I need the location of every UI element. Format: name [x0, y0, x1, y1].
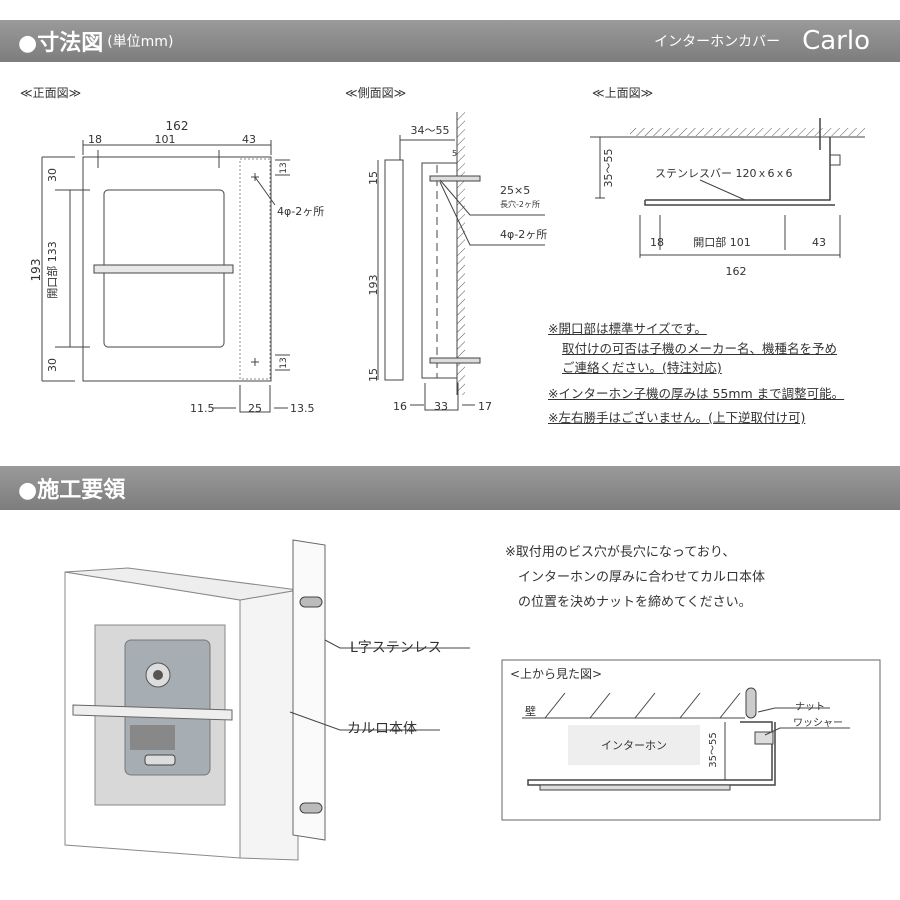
dim-hole-top: 13 — [279, 162, 289, 173]
bar-label: ステンレスバー 120ｘ6ｘ6 — [655, 167, 793, 180]
note-line: ※インターホン子機の厚みは 55mm まで調整可能。 — [548, 386, 845, 401]
note-line: ※左右勝手はございません。(上下逆取付け可) — [548, 410, 806, 425]
dim-height-bottom: 30 — [46, 358, 59, 372]
dim-bottom-left: 11.5 — [190, 402, 215, 415]
section-title: ●施工要領 — [18, 478, 126, 503]
wall-label: 壁 — [525, 704, 536, 718]
washer-label: ワッシャー — [793, 718, 843, 729]
front-view: ≪正面図≫ 162 18 101 43 193 30 開口部 133 30 13… — [20, 86, 324, 415]
dim-height-open: 開口部 133 — [45, 241, 59, 299]
install-note: インターホンの厚みに合わせてカルロ本体 — [518, 570, 766, 585]
note-line: ご連絡ください。(特注対応) — [562, 360, 722, 375]
nut-label: ナット — [795, 701, 825, 713]
note-line: 取付けの可否は子機のメーカー名、機種名を予め — [562, 341, 838, 356]
top-title: ≪上面図≫ — [592, 86, 653, 100]
product-kana: インターホンカバー — [654, 34, 781, 50]
label-l-stainless: L字ステンレス — [350, 640, 442, 656]
topview-title: <上から見た図> — [510, 667, 602, 681]
dim-width-open: 101 — [155, 133, 176, 146]
unit-label: (単位mm) — [107, 34, 174, 50]
side-title: ≪側面図≫ — [345, 86, 406, 100]
top-w-left: 18 — [650, 236, 664, 249]
front-title: ≪正面図≫ — [20, 86, 81, 100]
dim-side-total: 193 — [367, 275, 380, 296]
top-depth: 35〜55 — [602, 149, 615, 188]
dim-height-top: 30 — [46, 168, 59, 182]
top-w-right: 43 — [812, 236, 826, 249]
top-w-open: 開口部 101 — [693, 235, 751, 249]
dim-side-b-right: 17 — [478, 400, 492, 413]
dim-depth: 34〜55 — [411, 124, 450, 137]
dim-height-total: 193 — [29, 259, 43, 282]
dim-side-top: 15 — [367, 171, 380, 185]
top-down-view: <上から見た図> 壁 インターホン ナット ワッシャー 35〜55 — [501, 659, 881, 821]
section-title: ●寸法図 — [18, 31, 104, 56]
side-view: ≪側面図≫ 34〜55 5 25×5 長穴-2ヶ所 4φ-2ヶ所 15 193 … — [345, 86, 547, 413]
product-name: Carlo — [802, 26, 870, 56]
dim-width-total: 162 — [166, 119, 189, 133]
top-w-total: 162 — [726, 265, 747, 278]
dim-side-b-left: 16 — [393, 400, 407, 413]
dim-width-right: 43 — [242, 133, 256, 146]
header-dimensions: ●寸法図 (単位mm) インターホンカバー Carlo — [0, 20, 900, 62]
install-note: ※取付用のビス穴が長穴になっており、 — [505, 545, 736, 560]
top-view: ≪上面図≫ 35〜55 ステンレスバー 120ｘ6ｘ6 18 開口部 101 4… — [590, 86, 865, 278]
dim-width-left: 18 — [88, 133, 102, 146]
label-body: カルロ本体 — [347, 721, 417, 737]
install-note: の位置を決めナットを締めてください。 — [518, 595, 752, 610]
slot-sub-label: 長穴-2ヶ所 — [500, 199, 540, 209]
install-illustration: L字ステンレス カルロ本体 — [64, 539, 470, 861]
topview-depth: 35〜55 — [708, 732, 719, 767]
side-hole-label: 4φ-2ヶ所 — [500, 228, 547, 241]
dim-hole-bottom: 13 — [279, 357, 289, 368]
note-line: ※開口部は標準サイズです。 — [548, 321, 707, 336]
dim-side-bottom: 15 — [367, 368, 380, 382]
header-install: ●施工要領 — [0, 466, 900, 510]
intercom-label: インターホン — [601, 739, 667, 752]
slot-label: 25×5 — [500, 184, 530, 197]
hole-label: 4φ-2ヶ所 — [277, 205, 324, 218]
dim-side-b-mid: 33 — [434, 400, 448, 413]
dim-bottom-mid: 25 — [248, 402, 262, 415]
dim-bottom-right: 13.5 — [290, 402, 315, 415]
dim-gap: 5 — [452, 149, 457, 158]
